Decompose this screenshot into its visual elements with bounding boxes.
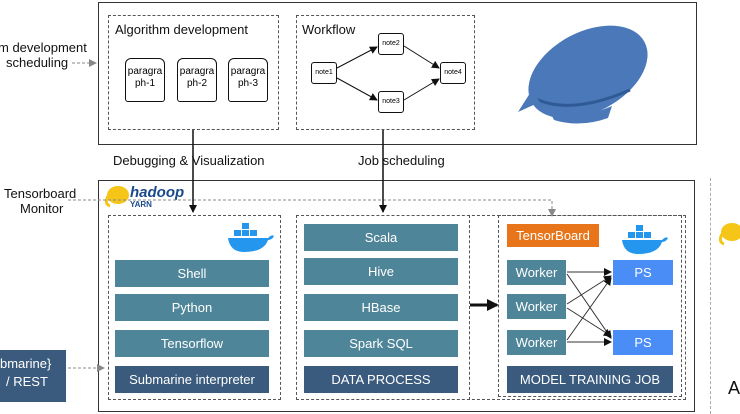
left-label-development: m development [0, 40, 87, 55]
ps-2[interactable]: PS [613, 330, 673, 355]
data-spark-sql[interactable]: Spark SQL [304, 330, 458, 357]
model-training-footer: MODEL TRAINING JOB [507, 366, 673, 393]
right-edge-letter: A [728, 378, 740, 398]
paragraph-3-line1: paragra [230, 66, 266, 77]
left-label-tensorboard: Tensorboard [4, 186, 77, 201]
workflow-node-1[interactable]: note1 [311, 62, 337, 84]
workflow-box [296, 15, 475, 130]
left-label-scheduling: scheduling [6, 55, 69, 70]
job-scheduling-label: Job scheduling [358, 153, 445, 168]
docker-icon-training [622, 225, 668, 254]
data-scala[interactable]: Scala [304, 224, 458, 251]
interpreter-shell[interactable]: Shell [115, 260, 269, 287]
interpreter-submarine[interactable]: Submarine interpreter [115, 366, 269, 393]
notebook-panel [98, 2, 697, 145]
left-label-monitor: Monitor [20, 201, 64, 216]
interpreter-python[interactable]: Python [115, 294, 269, 321]
hadoop-elephant-icon [104, 186, 129, 208]
paragraph-doc-3[interactable]: paragra ph-3 [228, 58, 268, 102]
paragraph-doc-2[interactable]: paragra ph-2 [177, 58, 217, 102]
right-divider [710, 178, 711, 414]
api-label-line1: bmarine} [0, 356, 52, 371]
hadoop-wordmark: hadoop [130, 184, 185, 201]
hadoop-elephant-partial-icon [718, 223, 740, 246]
workflow-node-2[interactable]: note2 [378, 33, 404, 55]
yarn-wordmark: YARN [130, 200, 152, 209]
tensorboard-button[interactable]: TensorBoard [507, 224, 599, 247]
ps-1[interactable]: PS [613, 260, 673, 285]
worker-3[interactable]: Worker [507, 330, 566, 355]
workflow-node-3[interactable]: note3 [378, 91, 404, 113]
workflow-node-4[interactable]: note4 [440, 62, 466, 84]
paragraph-1-line1: paragra [127, 66, 163, 77]
data-hive[interactable]: Hive [304, 258, 458, 285]
paragraph-2-line1: paragra [179, 66, 215, 77]
interpreter-tensorflow[interactable]: Tensorflow [115, 330, 269, 357]
paragraph-doc-1[interactable]: paragra ph-1 [125, 58, 165, 102]
algorithm-box [108, 15, 279, 130]
worker-2[interactable]: Worker [507, 294, 566, 319]
algorithm-title: Algorithm development [115, 22, 248, 37]
api-box: bmarine} / REST [0, 350, 66, 402]
paragraph-1-line2: ph-1 [134, 78, 155, 89]
workflow-title: Workflow [302, 22, 356, 37]
debugging-label: Debugging & Visualization [113, 153, 265, 168]
docker-icon [228, 223, 274, 252]
zeppelin-logo-icon [518, 25, 648, 124]
hadoop-yarn-logo: hadoop YARN [104, 184, 194, 210]
cluster-panel [98, 180, 695, 412]
api-label-line2: / REST [6, 374, 48, 389]
job-divider [469, 215, 470, 400]
worker-1[interactable]: Worker [507, 260, 566, 285]
data-hbase[interactable]: HBase [304, 294, 458, 321]
paragraph-2-line2: ph-2 [186, 78, 207, 89]
paragraph-3-line2: ph-3 [237, 78, 258, 89]
data-process-footer: DATA PROCESS [304, 366, 458, 393]
